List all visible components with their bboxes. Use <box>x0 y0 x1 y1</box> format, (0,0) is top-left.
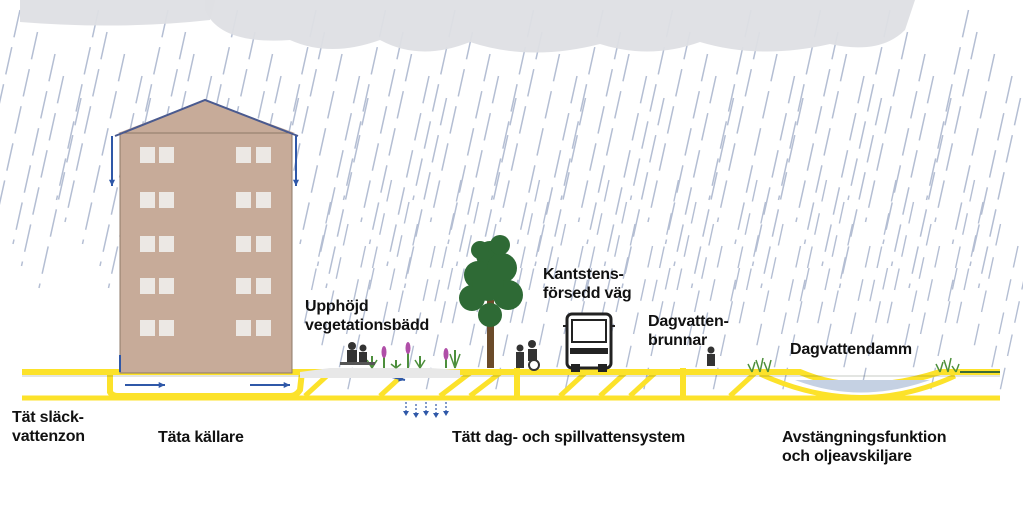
people-bench-icon <box>340 340 715 371</box>
pond-water <box>795 380 930 393</box>
grass-tufts <box>747 357 1000 373</box>
label-tat-slackvattenzon: Tät släck- vattenzon <box>12 409 85 445</box>
infiltration-arrows <box>403 402 449 418</box>
label-dagvattendamm: Dagvattendamm <box>790 341 912 358</box>
label-kantstensforsedd-vag: Kantstens- försedd väg <box>543 266 632 302</box>
label-upphojd-vegetationsbadd: Upphöjd vegetationsbädd <box>305 298 430 334</box>
label-tata-kallare: Täta källare <box>158 429 244 446</box>
pine-tree-icon <box>459 235 523 368</box>
cloud-icon <box>20 0 915 53</box>
bus-icon <box>563 312 615 372</box>
label-dagvattenbrunnar: Dagvatten- brunnar <box>648 313 729 349</box>
label-avstangningsfunktion: Avstängningsfunktion och oljeavskiljare <box>782 429 947 465</box>
apartment-building-icon <box>114 98 299 374</box>
storm-drain-icon <box>514 368 686 398</box>
vegetation-bed <box>300 342 461 378</box>
label-tatt-dag-spillvattensystem: Tätt dag- och spillvattensystem <box>452 429 685 446</box>
